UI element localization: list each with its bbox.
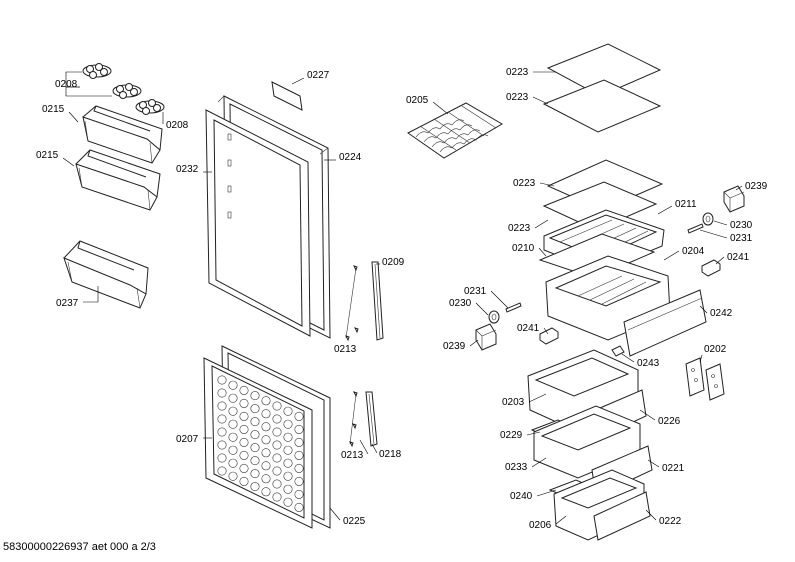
hinge-cover-0209	[371, 261, 384, 341]
callout-0241: 0241	[727, 252, 750, 263]
callout-0239: 0239	[745, 181, 768, 192]
door-liner-pattern	[217, 375, 304, 512]
door-shelf-0215-lower	[75, 149, 161, 211]
hinge-cap-0239-right	[723, 185, 745, 213]
callout-0203: 0203	[502, 397, 525, 408]
glass-shelf-0223-a	[546, 43, 662, 97]
pin-0231-left	[505, 302, 522, 313]
callout-0208: 0208	[55, 79, 78, 90]
clip-0241-left	[539, 327, 559, 345]
callout-0231: 0231	[730, 233, 753, 244]
callout-0229: 0229	[500, 430, 523, 441]
callout-0202: 0202	[704, 344, 727, 355]
bushing-0230-right	[702, 212, 714, 226]
bottle-rack-0205	[407, 102, 503, 159]
door-shelf-0237	[63, 240, 149, 309]
pin-0231-right	[687, 223, 704, 234]
egg-tray-0208-upper	[82, 63, 142, 99]
callout-0222: 0222	[659, 516, 682, 527]
callout-0233: 0233	[505, 462, 528, 473]
callout-0213: 0213	[334, 344, 357, 355]
callout-0225: 0225	[343, 516, 366, 527]
hinge-cover-0218	[365, 391, 378, 447]
screws-0213-upper	[345, 265, 359, 342]
callout-0226: 0226	[658, 416, 681, 427]
callout-0218: 0218	[379, 449, 402, 460]
callout-0241: 0241	[517, 323, 540, 334]
callout-0232: 0232	[176, 164, 199, 175]
callout-0230: 0230	[449, 298, 472, 309]
cover-0202	[685, 357, 725, 401]
door-gasket-0232	[205, 109, 311, 337]
egg-tray-0208-lower	[135, 99, 165, 115]
callout-0223: 0223	[506, 92, 529, 103]
label-0227	[271, 81, 303, 111]
callout-0207: 0207	[176, 434, 199, 445]
glass-shelf-0223-b	[542, 79, 662, 133]
callout-0240: 0240	[510, 491, 533, 502]
bushing-0230-left	[488, 310, 500, 324]
callout-0227: 0227	[307, 70, 330, 81]
callout-0213: 0213	[341, 450, 364, 461]
callout-0231: 0231	[464, 286, 487, 297]
drawer-front-0242	[623, 289, 707, 357]
callout-0243: 0243	[637, 358, 660, 369]
callout-0210: 0210	[512, 243, 535, 254]
callout-0239: 0239	[443, 341, 466, 352]
callout-0204: 0204	[682, 246, 705, 257]
callout-0223: 0223	[506, 67, 529, 78]
callout-0242: 0242	[710, 308, 733, 319]
clip-0241-right	[701, 259, 721, 277]
callout-0223: 0223	[508, 223, 531, 234]
callout-0208: 0208	[166, 120, 189, 131]
clip-0243	[611, 345, 625, 357]
callout-0205: 0205	[406, 95, 429, 106]
callout-0224: 0224	[339, 152, 362, 163]
callout-0223: 0223	[513, 178, 536, 189]
drawer-front-0222	[593, 491, 651, 541]
callout-0215: 0215	[42, 104, 65, 115]
callout-0206: 0206	[529, 520, 552, 531]
hinge-cap-0239-left	[475, 323, 497, 351]
callout-0221: 0221	[662, 463, 685, 474]
callout-0211: 0211	[675, 199, 697, 210]
screws-0213-lower	[349, 391, 358, 448]
callout-0237: 0237	[56, 298, 79, 309]
callout-0215: 0215	[36, 150, 59, 161]
callout-0209: 0209	[382, 257, 405, 268]
door-shelf-0215-upper	[82, 105, 163, 164]
callout-0230: 0230	[730, 220, 753, 231]
leader-lines	[62, 71, 743, 525]
drawing-reference-number: 58300000226937 aet 000 a 2/3	[3, 541, 156, 553]
callout-labels: 0208 0208 0215 0215 0237 0227 0232 0224 0209 0213…	[36, 67, 768, 531]
